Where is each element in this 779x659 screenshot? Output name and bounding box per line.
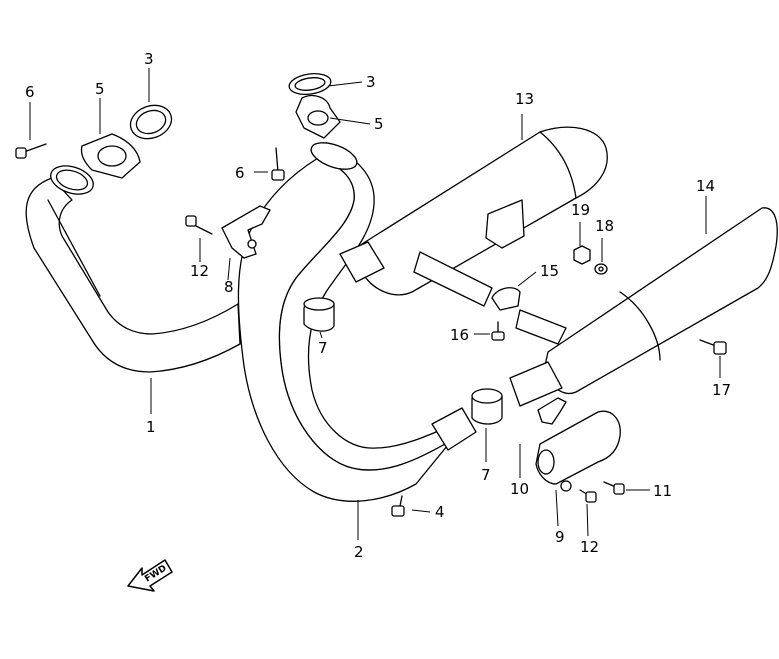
callout-17: 17	[712, 381, 732, 399]
bolt	[603, 481, 625, 495]
muffler-end-cover	[535, 410, 621, 492]
callout-14: 14	[696, 177, 716, 195]
callout-6-left: 6	[25, 83, 35, 101]
callout-2: 2	[354, 543, 364, 561]
callout-18: 18	[595, 217, 615, 235]
callout-7-right: 7	[481, 466, 491, 484]
bolt	[699, 339, 727, 355]
bolt	[185, 215, 213, 235]
clamp	[537, 397, 567, 425]
callout-5-right: 5	[374, 115, 384, 133]
bolt	[271, 147, 285, 181]
callout-13: 13	[515, 90, 535, 108]
callout-7-left: 7	[318, 339, 328, 357]
callout-1: 1	[146, 418, 156, 436]
callout-19: 19	[571, 201, 591, 219]
callout-15: 15	[540, 262, 560, 280]
washer	[594, 263, 608, 275]
leader-lines	[29, 68, 721, 540]
bolt	[579, 489, 597, 503]
bolt	[391, 495, 405, 517]
bolt	[15, 143, 47, 159]
callout-11: 11	[653, 482, 673, 500]
forward-arrow-icon: FWD	[127, 559, 173, 592]
callout-3-right: 3	[366, 73, 376, 91]
callout-12-right: 12	[580, 538, 600, 556]
callout-5-left: 5	[95, 80, 105, 98]
bolt	[491, 321, 505, 341]
connector	[303, 297, 335, 332]
callout-6-middle: 6	[235, 164, 245, 182]
callout-10: 10	[510, 480, 530, 498]
muffler-rear	[509, 207, 778, 407]
muffler-front	[339, 126, 608, 307]
clamp	[491, 287, 521, 311]
exhaust-pipe-rear	[237, 142, 477, 502]
connector	[471, 388, 503, 425]
callout-3-left: 3	[144, 50, 154, 68]
flange	[295, 94, 341, 139]
nut	[573, 245, 591, 265]
exhaust-pipe-front	[25, 165, 241, 373]
callout-16: 16	[450, 326, 470, 344]
flange	[80, 133, 141, 179]
clamp	[221, 205, 271, 259]
callout-12-left: 12	[190, 262, 210, 280]
callout-4: 4	[435, 503, 445, 521]
callout-8: 8	[224, 278, 234, 296]
gasket	[129, 104, 173, 140]
gasket	[288, 73, 332, 95]
callout-9: 9	[555, 528, 565, 546]
